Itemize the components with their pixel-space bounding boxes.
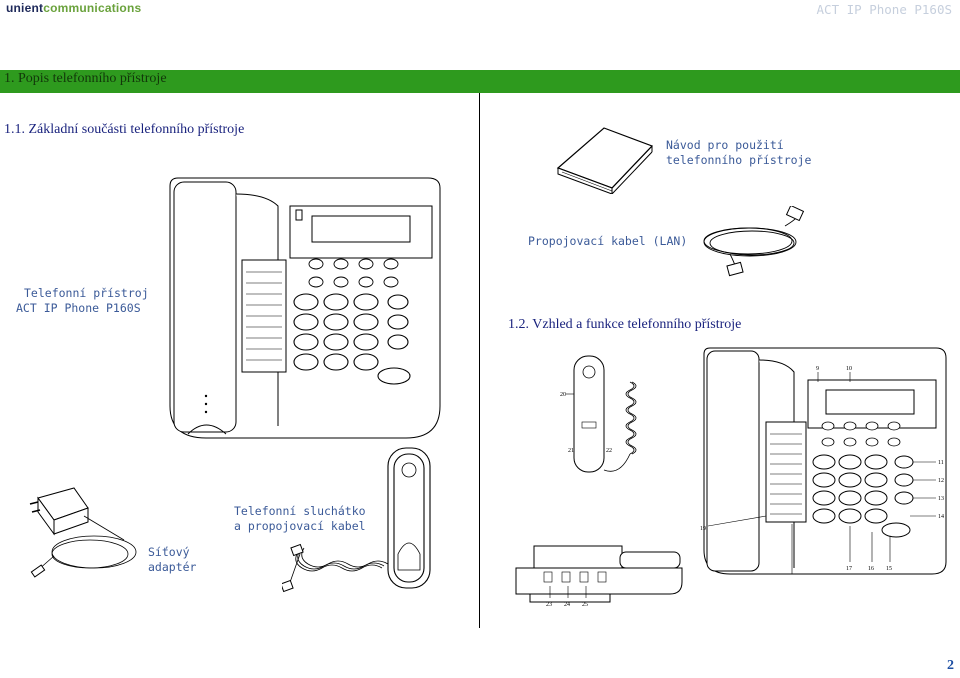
manual-label-line2: telefonního přístroje <box>666 153 812 167</box>
callout-9: 9 <box>816 366 819 372</box>
lan-cable-label: Propojovací kabel (LAN) <box>528 234 688 248</box>
handset-label: Telefonní sluchátko a propojovací kabel <box>234 504 366 534</box>
handset-label-line1: Telefonní sluchátko <box>234 504 366 518</box>
manual-label-line1: Návod pro použití <box>666 138 784 152</box>
adapter-label: Síťový adaptér <box>148 545 196 575</box>
adapter-label-line1: Síťový <box>148 545 190 559</box>
manual-booklet-icon <box>556 127 654 194</box>
phone-front-drawing <box>169 177 441 439</box>
phone-annotated-drawing: 9 10 11 12 13 14 17 16 15 10 19 <box>700 347 947 575</box>
section-bar <box>0 70 960 93</box>
phone-label-line1: Telefonní přístroj <box>24 286 149 300</box>
section-title: 1. Popis telefonního přístroje <box>4 71 167 86</box>
subsection-title-1-2: 1.2. Vzhled a funkce telefonního přístro… <box>508 317 742 332</box>
document-header-title: ACT IP Phone P160S <box>816 2 952 17</box>
handset-label-line2: a propojovací kabel <box>234 519 366 533</box>
callout-11: 11 <box>938 460 944 466</box>
callout-15: 15 <box>886 566 892 572</box>
page-number: 2 <box>947 658 954 673</box>
callout-12: 12 <box>938 478 944 484</box>
column-divider <box>479 93 480 628</box>
subsection-title-1-1: 1.1. Základní součásti telefonního příst… <box>4 122 245 137</box>
logo-rest: communications <box>43 1 142 15</box>
lan-cable-icon <box>703 206 805 277</box>
callout-10-top: 10 <box>846 366 852 372</box>
callout-23: 23 <box>546 602 552 608</box>
company-logo: unientcommunications <box>6 1 141 15</box>
callout-17: 17 <box>846 566 852 572</box>
callout-14: 14 <box>938 514 944 520</box>
logo-brand: unient <box>6 1 44 15</box>
power-adapter-drawing <box>29 487 137 578</box>
callout-20: 20 <box>560 392 566 398</box>
handset-cord-drawing: 20 21 22 <box>560 355 637 473</box>
callout-16: 16 <box>868 566 874 572</box>
phone-label-line2: ACT IP Phone P160S <box>16 301 141 315</box>
callout-25: 25 <box>582 602 588 608</box>
callout-21: 21 <box>568 448 574 454</box>
manual-label: Návod pro použití telefonního přístroje <box>666 138 811 168</box>
adapter-label-line2: adaptér <box>148 560 197 574</box>
callout-22: 22 <box>606 448 612 454</box>
callout-19: 19 <box>700 526 706 532</box>
handset-and-cable-drawing <box>282 447 431 593</box>
phone-side-drawing: 23 24 25 <box>515 545 683 608</box>
callout-13: 13 <box>938 496 944 502</box>
phone-label: Telefonní přístroj ACT IP Phone P160S <box>16 286 149 316</box>
callout-24: 24 <box>564 602 570 608</box>
